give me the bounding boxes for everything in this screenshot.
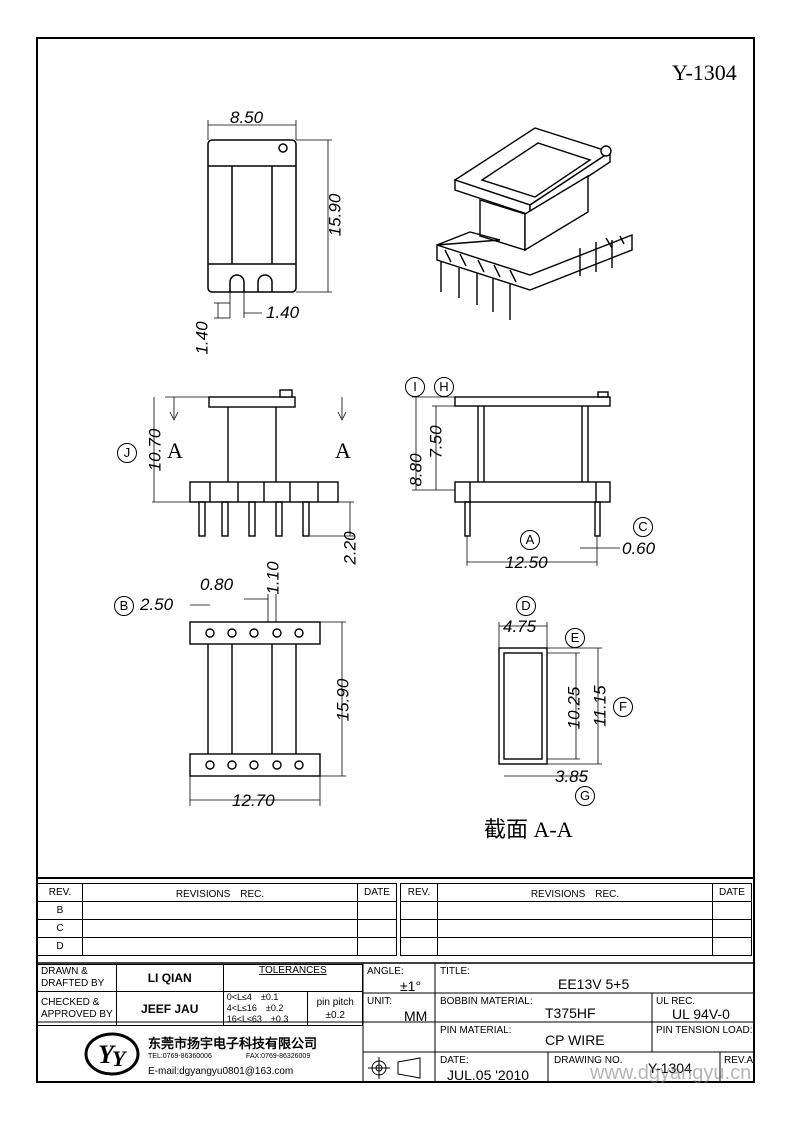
angle-value: ±1°	[400, 978, 422, 994]
callout-h: H	[434, 377, 454, 397]
callout-c: C	[633, 517, 653, 537]
pin-pitch-cell: pin pitch ±0.2	[307, 991, 363, 1026]
dim-8-50: 8.50	[230, 108, 264, 127]
dim-0-60: 0.60	[622, 539, 656, 558]
rev-row-d: D	[37, 937, 83, 956]
pin-pitch-label: pin pitch	[316, 996, 354, 1008]
pin-material-label: PIN MATERIAL:	[440, 1025, 512, 1036]
dim-0-80: 0.80	[200, 575, 234, 594]
side-view-dims	[412, 396, 620, 566]
pin-tension-label: PIN TENSION LOAD:	[656, 1025, 753, 1036]
callout-a: A	[520, 530, 540, 550]
callout-i: I	[405, 377, 425, 397]
drawing-sheet	[36, 37, 755, 1083]
tolerance-rows: 0<L≤4 ±0.1 4<L≤16 ±0.2 16<L≤63 ±0.3	[222, 991, 309, 1026]
drawing-number-top: Y-1304	[672, 60, 737, 85]
ul-rec-label: UL REC.	[656, 996, 696, 1007]
callout-b: B	[114, 596, 134, 616]
company-name: 东莞市扬宇电子科技有限公司	[148, 1036, 318, 1051]
drawing-no-label: DRAWING NO.	[554, 1055, 623, 1066]
approval-table: DRAWN & DRAFTED BY LI QIAN TOLERANCES CH…	[37, 964, 364, 1026]
section-mark-right: A	[335, 438, 351, 463]
watermark: www.dgyangyu.cn	[590, 1062, 752, 1084]
svg-text:Y: Y	[112, 1046, 128, 1071]
date-label: DATE:	[440, 1055, 469, 1066]
checked-label: CHECKED & APPROVED BY	[37, 991, 117, 1026]
date-value: JUL.05 '2010	[447, 1067, 530, 1083]
angle-label: ANGLE:	[367, 966, 404, 977]
top-view-dims	[207, 120, 332, 319]
unit-value: MM	[404, 1008, 428, 1024]
bottom-view-dims	[189, 594, 346, 806]
dim-12-70: 12.70	[232, 791, 275, 810]
side-view	[454, 391, 611, 537]
front-view	[189, 389, 339, 537]
title-value: EE13V 5+5	[558, 976, 630, 992]
unit-label: UNIT:	[367, 996, 392, 1007]
dim-2-50: 2.50	[140, 595, 174, 614]
tol-row-3: 16<L≤63 ±0.3	[226, 1014, 289, 1024]
callout-e: E	[565, 628, 585, 648]
company-email: E-mail:dgyangyu0801@163.com	[148, 1066, 294, 1077]
checked-value: JEEF JAU	[115, 991, 224, 1026]
section-view	[498, 647, 548, 765]
bobbin-material-label: BOBBIN MATERIAL:	[440, 996, 533, 1007]
callout-d: D	[516, 596, 536, 616]
dim-4-75: 4.75	[503, 617, 537, 636]
dim-3-85: 3.85	[555, 767, 589, 786]
title-label: TITLE:	[440, 966, 471, 977]
top-view	[207, 139, 297, 293]
rev-a-label: REV.A	[724, 1055, 754, 1066]
svg-text:Y: Y	[98, 1040, 116, 1069]
tol-row-1: 0<L≤4 ±0.1	[226, 992, 279, 1002]
bobbin-material-value: T375HF	[545, 1005, 596, 1021]
callout-f: F	[613, 697, 633, 717]
callout-g: G	[575, 786, 595, 806]
section-view-dims	[498, 622, 602, 777]
section-caption: 截面 A-A	[484, 817, 573, 842]
pin-material-value: CP WIRE	[545, 1032, 605, 1048]
revision-table-left: REV. REVISIONS REC. DATE B C D	[37, 883, 397, 956]
dim-12-50: 12.50	[505, 553, 548, 572]
pin-pitch-value: ±0.2	[325, 1009, 345, 1021]
drawing-no-value: Y-1304	[648, 1060, 692, 1076]
iso-view	[436, 127, 633, 320]
front-view-dims	[152, 396, 354, 537]
dim-1-40-horizontal: 1.40	[266, 303, 300, 322]
drawn-label: DRAWN & DRAFTED BY	[37, 964, 117, 992]
ul-rec-value: UL 94V-0	[672, 1006, 730, 1022]
revision-table-right: REV. REVISIONS REC. DATE	[400, 883, 752, 956]
callout-j: J	[117, 443, 137, 463]
company-logo: Y Y	[84, 1030, 140, 1078]
section-mark-left: A	[167, 438, 183, 463]
tol-row-2: 4<L≤16 ±0.2	[226, 1003, 284, 1013]
company-tel: TEL:0769-86360006	[148, 1053, 212, 1060]
drawn-value: LI QIAN	[115, 964, 224, 992]
company-fax: FAX:0769-86326009	[246, 1053, 311, 1060]
bottom-view	[189, 621, 321, 777]
